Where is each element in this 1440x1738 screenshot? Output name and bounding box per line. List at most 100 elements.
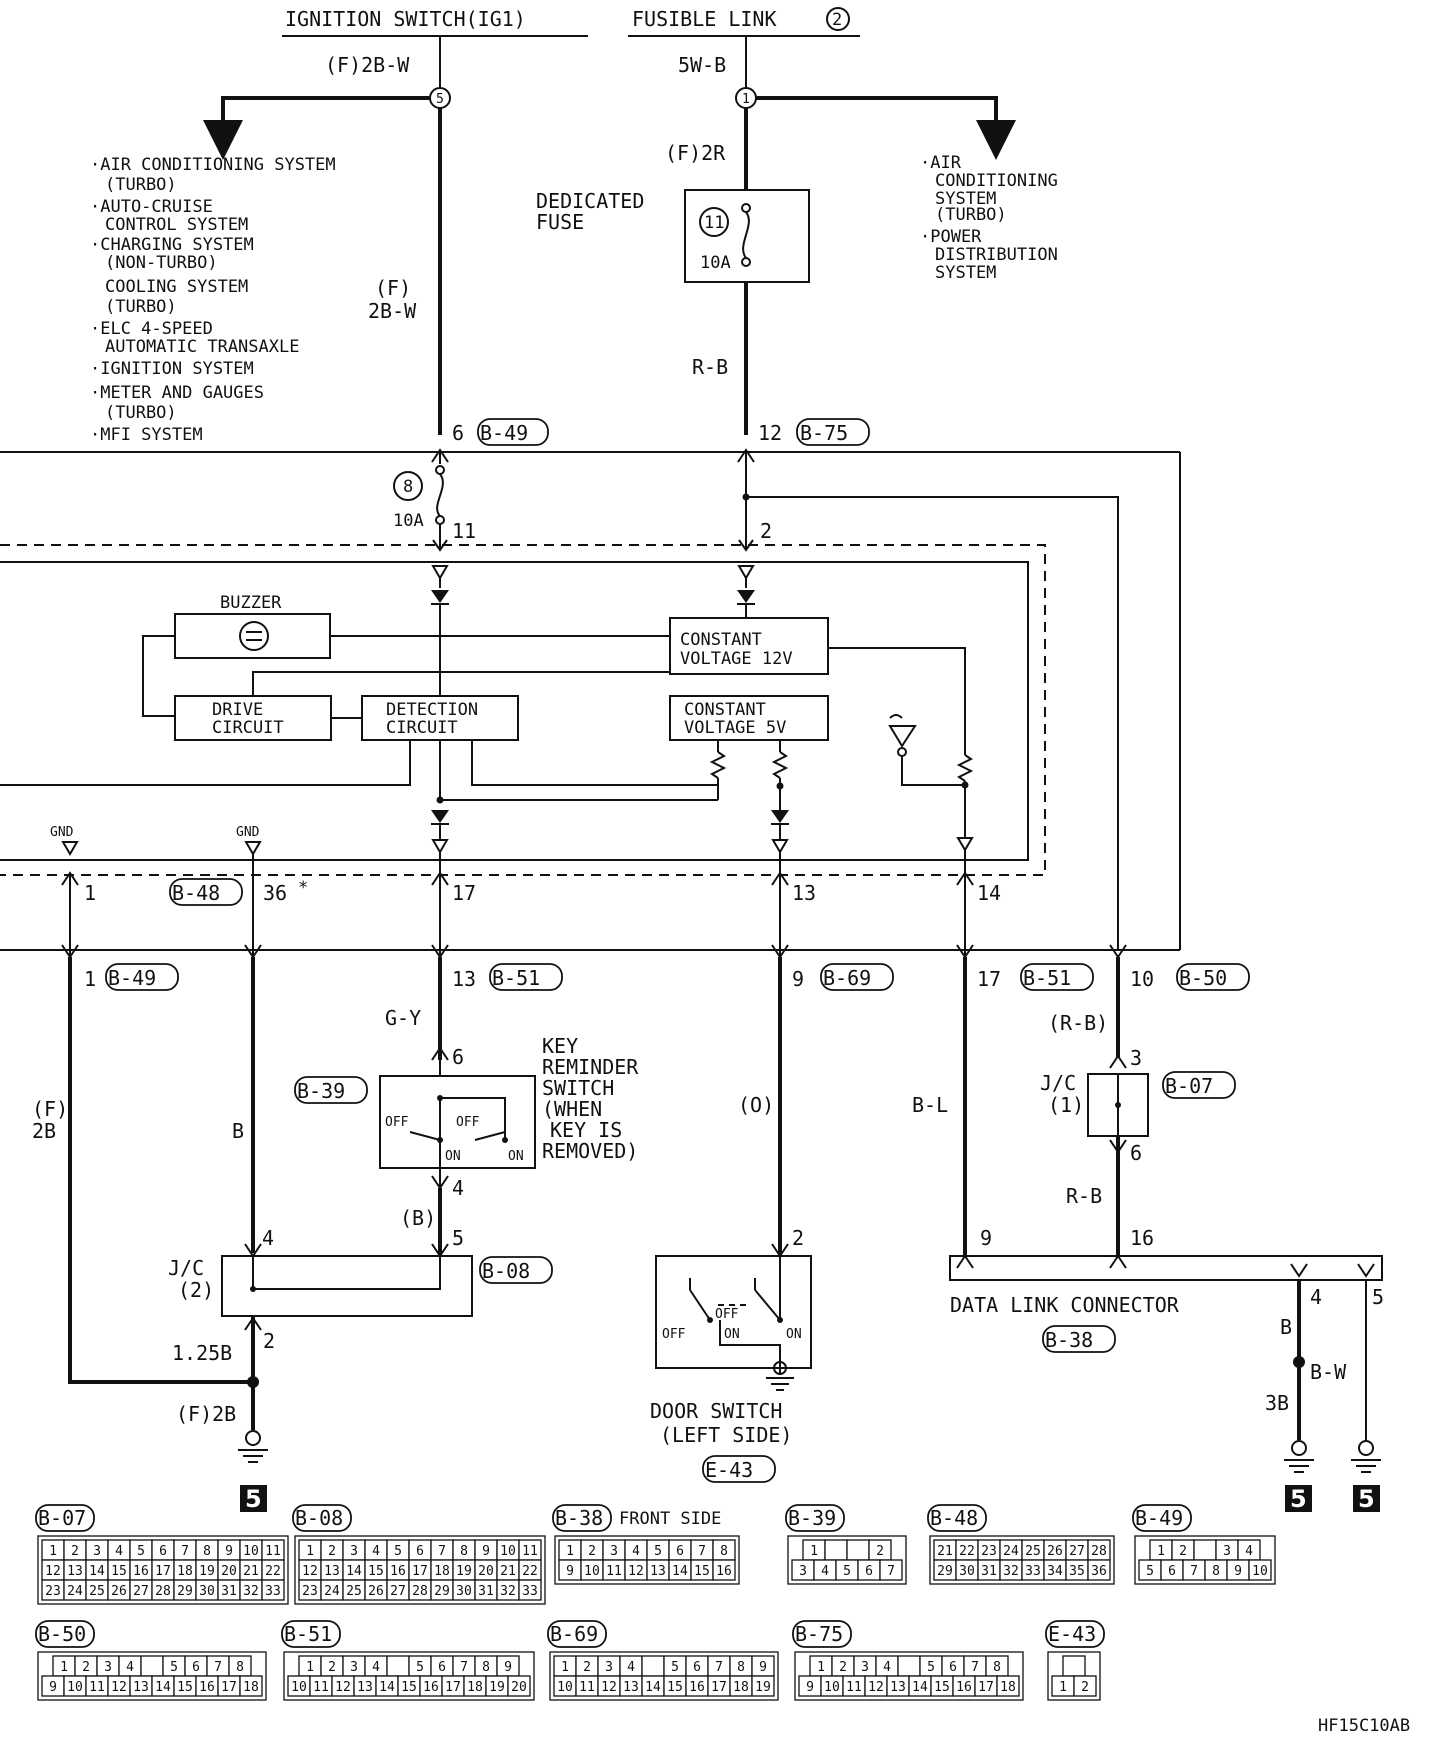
- connector-pin-number: 11: [313, 1680, 329, 1695]
- connector-pin-number: 12: [111, 1680, 127, 1695]
- wire-b-dlc: B: [1280, 1315, 1292, 1339]
- connector-pin-number: 17: [155, 1564, 171, 1579]
- pin-6-key: 6: [452, 1045, 464, 1069]
- connector-pin-number: 13: [133, 1680, 149, 1695]
- connector-pin-number: 4: [883, 1660, 891, 1675]
- connector-pin-number: 1: [810, 1544, 818, 1559]
- conn-b08: B-08: [482, 1259, 530, 1283]
- wire-b-paren: (B): [400, 1206, 436, 1230]
- connector-pin-number: 5: [394, 1544, 402, 1559]
- connector-pin-number: 5: [170, 1660, 178, 1675]
- wire-f2r: (F)2R: [665, 141, 726, 165]
- connector-pin-number: 10: [67, 1680, 83, 1695]
- jc1-label-a: J/C: [1040, 1071, 1076, 1095]
- ignition-switch-label: IGNITION SWITCH(IG1): [285, 7, 526, 31]
- fusible-link-number-circle: [826, 7, 850, 31]
- pin-2-door: 2: [792, 1226, 804, 1250]
- fusible-link-number: 2: [832, 10, 842, 30]
- connector-pin-number: 33: [522, 1584, 538, 1599]
- jc1-label-b: (1): [1048, 1093, 1084, 1117]
- connector-pin-number: 10: [584, 1564, 600, 1579]
- ground-ref-box-1: [240, 1485, 267, 1512]
- connector-pin-number: 19: [755, 1680, 771, 1695]
- connector-pin-number: 15: [111, 1564, 127, 1579]
- connector-pin-number: 7: [971, 1660, 979, 1675]
- connector-pin-number: 3: [350, 1660, 358, 1675]
- left-system-line: ·AUTO-CRUISE: [90, 197, 213, 217]
- connector-pin-number: 16: [133, 1564, 149, 1579]
- wire-f2b-b: 2B: [32, 1119, 56, 1143]
- connector-pin-number: 5: [416, 1660, 424, 1675]
- connector-pin-number: 28: [155, 1584, 171, 1599]
- ground-ref-box-3: [1353, 1485, 1380, 1512]
- connector-pin-number: 17: [711, 1680, 727, 1695]
- connector-pin-number: 27: [390, 1584, 406, 1599]
- connector-pin-number: 6: [1168, 1564, 1176, 1579]
- ground-ref-2: 5: [1290, 1485, 1307, 1513]
- transistor-icon: [888, 725, 917, 748]
- pin-13-b51: 13: [452, 967, 476, 991]
- connector-pin-number: 32: [500, 1584, 516, 1599]
- connector-pin-number: 31: [221, 1584, 237, 1599]
- connector-pin-number: 8: [460, 1544, 468, 1559]
- connector-pin-cell: [518, 1579, 542, 1601]
- connector-pin-number: 3: [1223, 1544, 1231, 1559]
- connector-pin-number: 18: [733, 1680, 749, 1695]
- connector-pin-number: 31: [981, 1564, 997, 1579]
- connector-face-label: E-43: [1048, 1622, 1096, 1646]
- connector-pin-number: 10: [1252, 1564, 1268, 1579]
- connector-pin-number: 11: [89, 1680, 105, 1695]
- wire-bw-dlc: B-W: [1310, 1360, 1347, 1384]
- connector-pin-number: 5: [1146, 1564, 1154, 1579]
- right-system-line: (TURBO): [935, 205, 1007, 225]
- door-off-1: OFF: [662, 1327, 686, 1342]
- connector-pin-number: 18: [467, 1680, 483, 1695]
- left-system-line: ·MFI SYSTEM: [90, 425, 203, 445]
- connector-pin-number: 12: [335, 1680, 351, 1695]
- connector-pin-number: 29: [434, 1584, 450, 1599]
- connector-pin-cell: [641, 1655, 665, 1677]
- connector-pin-number: 2: [328, 1660, 336, 1675]
- connector-pin-number: 20: [511, 1680, 527, 1695]
- connector-pin-number: 26: [1047, 1544, 1063, 1559]
- connector-pin-number: 19: [456, 1564, 472, 1579]
- cv12-box: [669, 617, 829, 675]
- connector-pin-number: 27: [1069, 1544, 1085, 1559]
- connector-pin-number: 5: [671, 1660, 679, 1675]
- connector-pin-number: 21: [937, 1544, 953, 1559]
- connector-pin-number: 2: [1081, 1680, 1089, 1695]
- connector-pin-number: 17: [221, 1680, 237, 1695]
- pin-2-jc2: 2: [263, 1329, 275, 1353]
- wire-f2bw-mid-a: (F): [375, 276, 411, 300]
- wire-5wb: 5W-B: [678, 53, 726, 77]
- pin-4-key: 4: [452, 1176, 464, 1200]
- pin-3-jc1: 3: [1130, 1046, 1142, 1070]
- connector-pin-number: 3: [104, 1660, 112, 1675]
- connector-pin-number: 22: [265, 1564, 281, 1579]
- drive-label-1: DRIVE: [212, 700, 263, 720]
- connector-pin-number: 9: [759, 1660, 767, 1675]
- connector-face-extra: FRONT SIDE: [619, 1509, 721, 1529]
- connector-pin-number: 9: [504, 1660, 512, 1675]
- left-system-line: ·CHARGING SYSTEM: [90, 235, 254, 255]
- connector-pin-number: 18: [1000, 1680, 1016, 1695]
- key-on-1: ON: [445, 1149, 461, 1164]
- dedicated-fuse-label-1: DEDICATED: [536, 189, 644, 213]
- connector-pin-number: 21: [500, 1564, 516, 1579]
- pin-9-b69: 9: [792, 967, 804, 991]
- gnd-label-1: GND: [50, 825, 74, 840]
- connector-pin-number: 12: [601, 1680, 617, 1695]
- wire-rb-top: R-B: [692, 355, 728, 379]
- connector-pin-number: 8: [482, 1660, 490, 1675]
- pin-12-b75: 12: [758, 421, 782, 445]
- pin-1-b49: 1: [84, 967, 96, 991]
- connector-pin-number: 33: [1025, 1564, 1041, 1579]
- connector-pin-number: 11: [265, 1544, 281, 1559]
- connector-pin-number: 7: [887, 1564, 895, 1579]
- connector-pin-number: 1: [306, 1660, 314, 1675]
- connector-pin-number: 13: [357, 1680, 373, 1695]
- connector-pin-number: 10: [500, 1544, 516, 1559]
- connector-pin-number: 26: [368, 1584, 384, 1599]
- fuse-8-amp: 10A: [393, 511, 424, 531]
- detection-label-2: CIRCUIT: [386, 718, 458, 738]
